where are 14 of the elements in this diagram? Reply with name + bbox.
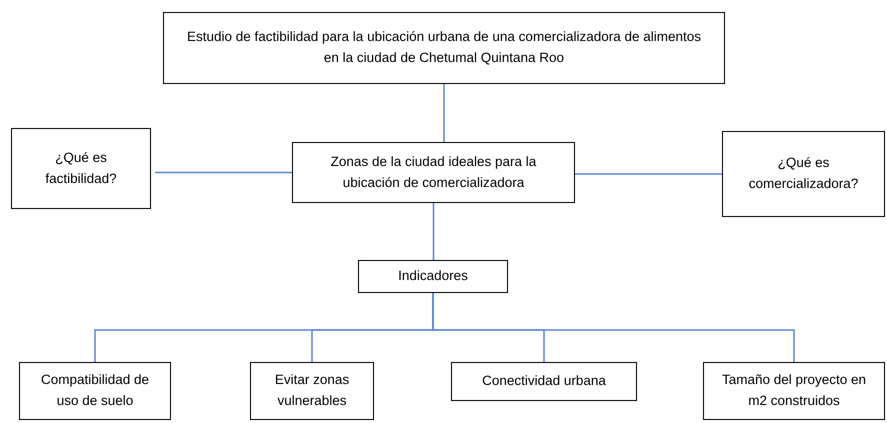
connector-line	[443, 84, 445, 142]
connector-line	[155, 172, 292, 174]
text-box: Conectividad urbana	[451, 362, 637, 401]
text-box: Indicadores	[358, 260, 508, 293]
text-box: Estudio de factibilidad para la ubicación urbana de una comercializadora de alimentos en la ciudad de Chetumal Quintana Roo	[163, 12, 725, 84]
text-box: Tamaño del proyecto en m2 construidos	[703, 362, 885, 420]
text-box: Compatibilidad de uso de suelo	[19, 362, 171, 420]
connector-line	[432, 203, 434, 260]
text-box: ¿Qué es factibilidad?	[11, 128, 151, 209]
text-box: Zonas de la ciudad ideales para la ubicación de comercializadora	[292, 142, 575, 203]
text-box: ¿Qué es comercializadora?	[722, 131, 885, 217]
connector-line	[575, 173, 722, 175]
text-box: Evitar zonas vulnerables	[250, 362, 374, 420]
connector-line	[432, 293, 795, 362]
